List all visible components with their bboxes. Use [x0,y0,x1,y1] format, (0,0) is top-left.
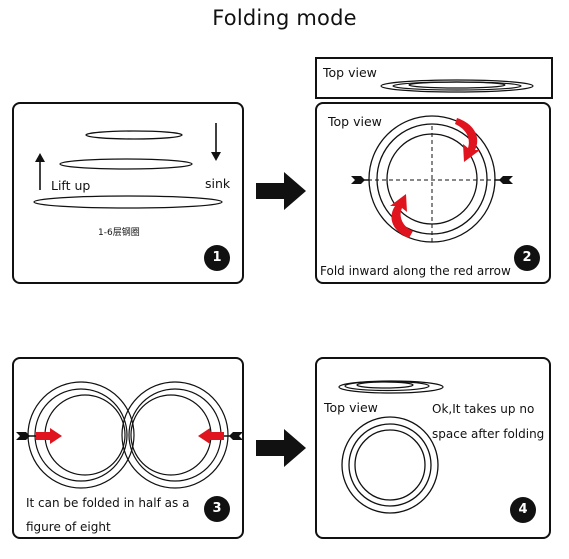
ring-middle [59,158,193,170]
step-3-caption-line-1: It can be folded in half as a [26,496,190,510]
step-number-badge: 2 [514,245,540,271]
step-4-caption-line-1: Ok,It takes up no [432,402,535,416]
folded-result-illustration [338,380,444,514]
right-handle-icon [495,176,513,184]
arrow-down-icon [211,123,221,161]
left-handle-icon [16,432,36,440]
step-number-badge: 1 [204,245,230,271]
ring-bottom [33,195,223,209]
sink-label: sink [205,176,231,191]
right-arrow-icon [256,172,306,210]
red-arrow-left-icon [198,428,224,444]
ring-fold-illustration [351,115,513,244]
figure-eight-illustration [16,381,243,489]
step-1-panel: Lift up sink 1-6层钢圈 1 [12,102,244,284]
step-4-caption-line-2: space after folding [432,427,545,441]
red-fold-arrow-icon [390,194,413,238]
red-fold-arrow-icon [455,118,480,162]
page-title: Folding mode [212,6,357,30]
top-view-label: Top view [323,65,377,80]
top-view-strip: Top view [315,57,553,99]
top-view-label: Top view [328,114,382,129]
right-handle-icon [223,432,243,440]
step-2-caption: Fold inward along the red arrow [320,264,511,278]
step-3-caption-line-2: figure of eight [26,520,111,534]
stacked-rings-illustration [33,123,223,209]
left-handle-icon [351,176,369,184]
step-3-panel: It can be folded in half as a figure of … [12,357,244,539]
step-4-panel: Top view Ok,It takes up no space after f… [315,357,551,539]
red-arrow-right-icon [36,428,62,444]
arrow-up-icon [35,153,45,190]
step-number-badge: 3 [204,496,230,522]
lift-up-label: Lift up [51,178,91,193]
step-2-panel: Top view Fold inward along the red arrow… [315,102,551,284]
top-view-label: Top view [324,400,378,415]
ring-top [85,130,183,140]
step-number-badge: 4 [510,497,536,523]
right-arrow-icon [256,429,306,467]
layers-note: 1-6层钢圈 [98,228,140,238]
flat-rings-illustration [380,79,534,93]
